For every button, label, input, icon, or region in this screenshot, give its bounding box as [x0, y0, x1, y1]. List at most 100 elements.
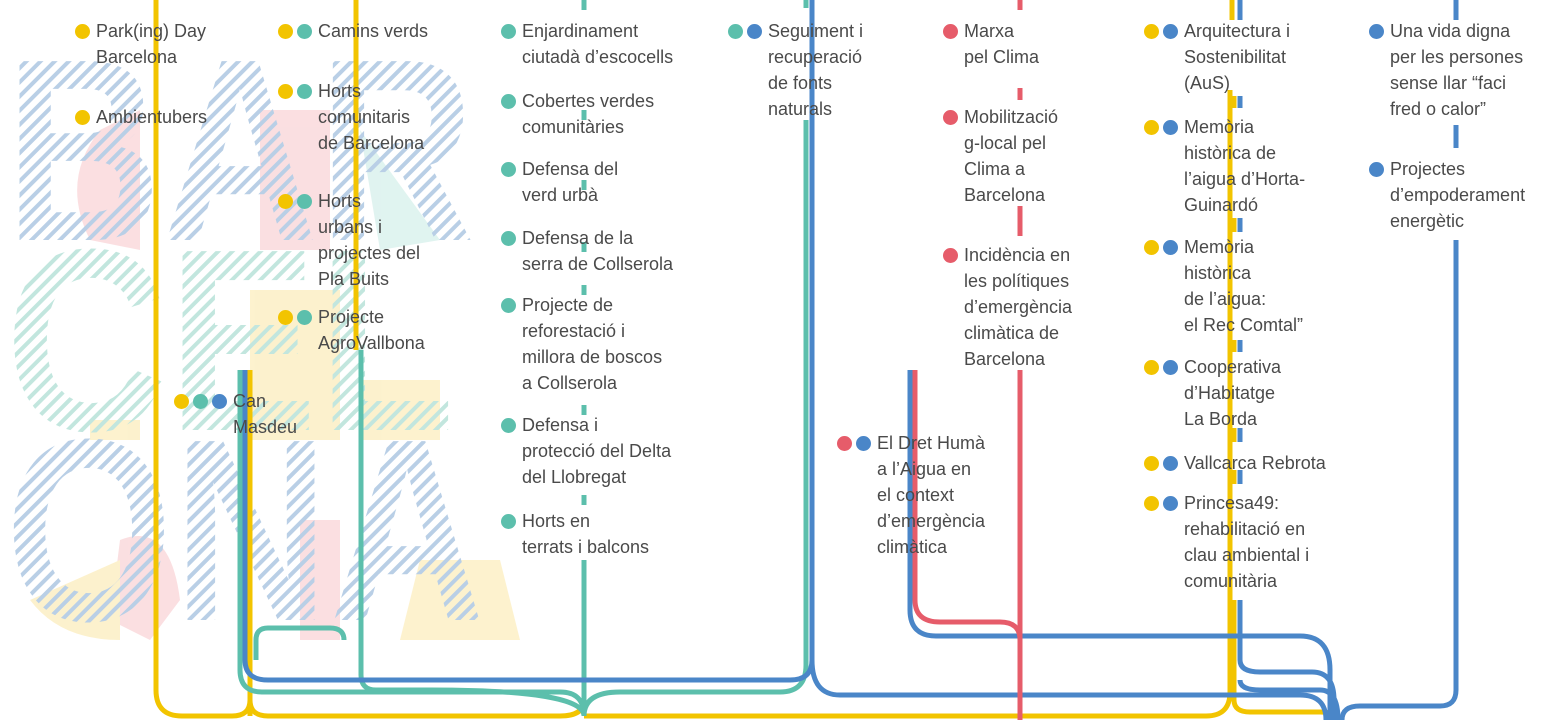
project-label-la-borda: Cooperativa d’Habitatge La Borda [1144, 354, 1281, 432]
project-label-text: Memòria històrica de l’aigua d’Horta- Gu… [1184, 117, 1306, 215]
category-dots [501, 292, 516, 318]
teal-dot-icon [501, 513, 516, 529]
category-dots [943, 18, 958, 44]
category-dots [1369, 156, 1384, 182]
category-dots [837, 430, 871, 456]
project-label-vida-digna: Una vida digna per les persones sense ll… [1369, 18, 1523, 122]
blue-dot-icon [1163, 239, 1178, 255]
category-dots [1144, 450, 1178, 476]
project-label-mobilitzacio: Mobilització g-local pel Clima a Barcelo… [943, 104, 1059, 208]
yellow-dot-icon [278, 23, 293, 39]
project-label-camins: Camins verds [278, 18, 429, 44]
project-label-text: Ambientubers [96, 107, 208, 127]
yellow-dot-icon [1144, 495, 1159, 511]
project-label-princesa: Princesa49: rehabilitació en clau ambien… [1144, 490, 1310, 594]
project-label-text: Princesa49: rehabilitació en clau ambien… [1184, 493, 1310, 591]
watermark-shape-teal [360, 130, 440, 250]
category-dots [1144, 114, 1178, 140]
project-label-cobertes: Cobertes verdes comunitàries [501, 88, 655, 140]
teal-connection-line [253, 625, 347, 660]
category-dots [1144, 18, 1178, 44]
blue-dot-icon [1163, 359, 1178, 375]
category-dots [501, 156, 516, 182]
yellow-dot-icon [278, 309, 293, 325]
category-dots [1369, 18, 1384, 44]
project-label-text: Projecte AgroVallbona [318, 307, 425, 353]
yellow-dot-icon [75, 23, 90, 39]
yellow-dot-icon [278, 83, 293, 99]
category-dots [278, 18, 312, 44]
project-label-text: Arquitectura i Sostenibilitat (AuS) [1184, 21, 1291, 93]
teal-dot-icon [728, 23, 743, 39]
blue-connection-line [1237, 600, 1337, 720]
blue-connection-line [907, 370, 1333, 720]
project-label-text: Horts urbans i projectes del Pla Buits [318, 191, 421, 289]
teal-dot-icon [501, 417, 516, 433]
project-label-text: Projectes d’empoderament energètic [1390, 159, 1526, 231]
blue-dot-icon [212, 393, 227, 409]
project-label-text: Incidència en les polítiques d’emergènci… [964, 245, 1073, 369]
teal-dot-icon [501, 23, 516, 39]
project-label-reforestacio: Projecte de reforestació i millora de bo… [501, 292, 662, 396]
teal-dot-icon [193, 393, 208, 409]
project-label-text: Camins verds [318, 21, 429, 41]
project-label-ambientubers: Ambientubers [75, 104, 208, 130]
blue-dot-icon [747, 23, 762, 39]
category-dots [501, 88, 516, 114]
teal-dot-icon [501, 297, 516, 313]
project-label-text: Marxa pel Clima [964, 21, 1040, 67]
category-dots [278, 78, 312, 104]
project-label-horts-com: Horts comunitaris de Barcelona [278, 78, 425, 156]
blue-connection-line [1339, 240, 1459, 720]
yellow-dot-icon [174, 393, 189, 409]
yellow-connection-line [584, 90, 1233, 719]
red-dot-icon [837, 435, 852, 451]
project-label-terrats: Horts en terrats i balcons [501, 508, 650, 560]
project-label-text: Horts comunitaris de Barcelona [318, 81, 425, 153]
project-label-text: Park(ing) Day Barcelona [96, 21, 207, 67]
project-label-text: Memòria històrica de l’aigua: el Rec Com… [1184, 237, 1304, 335]
yellow-dot-icon [1144, 239, 1159, 255]
project-label-empoderament: Projectes d’empoderament energètic [1369, 156, 1526, 234]
category-dots [501, 412, 516, 438]
project-label-rec-comtal: Memòria històrica de l’aigua: el Rec Com… [1144, 234, 1304, 338]
watermark-shape-yellow [250, 290, 340, 440]
category-dots [1144, 490, 1178, 516]
project-label-delta: Defensa i protecció del Delta del Llobre… [501, 412, 672, 490]
category-dots [501, 508, 516, 534]
project-label-horta: Memòria històrica de l’aigua d’Horta- Gu… [1144, 114, 1306, 218]
project-label-park: Park(ing) Day Barcelona [75, 18, 207, 70]
project-label-text: Defensa de la serra de Collserola [522, 228, 674, 274]
project-label-text: Defensa i protecció del Delta del Llobre… [522, 415, 672, 487]
red-dot-icon [943, 247, 958, 263]
project-label-can-masdeu: Can Masdeu [174, 388, 297, 440]
project-label-text: Enjardinament ciutadà d’escocells [522, 21, 674, 67]
category-dots [278, 188, 312, 214]
category-dots [943, 104, 958, 130]
project-label-aus: Arquitectura i Sostenibilitat (AuS) [1144, 18, 1291, 96]
blue-connection-line [809, 659, 1329, 720]
watermark-shape-red [110, 536, 180, 640]
project-label-text: Mobilització g-local pel Clima a Barcelo… [964, 107, 1059, 205]
blue-dot-icon [1163, 495, 1178, 511]
svg-text:BAR: BAR [5, 6, 475, 296]
category-dots [278, 304, 312, 330]
teal-dot-icon [501, 161, 516, 177]
category-dots [1144, 354, 1178, 380]
project-label-text: Seguiment i recuperació de fonts natural… [768, 21, 864, 119]
project-label-incidencia: Incidència en les polítiques d’emergènci… [943, 242, 1073, 372]
project-label-text: Cobertes verdes comunitàries [522, 91, 655, 137]
category-dots [75, 104, 90, 130]
blue-dot-icon [1163, 455, 1178, 471]
teal-dot-icon [297, 309, 312, 325]
category-dots [501, 225, 516, 251]
watermark-shape-red [300, 520, 340, 640]
yellow-dot-icon [1144, 455, 1159, 471]
project-label-horts-urb: Horts urbans i projectes del Pla Buits [278, 188, 421, 292]
blue-connection-line [1237, 679, 1341, 720]
watermark-shape-yellow [360, 380, 440, 440]
watermark-shape-yellow [400, 560, 520, 640]
project-label-text: Horts en terrats i balcons [522, 511, 650, 557]
yellow-dot-icon [1144, 119, 1159, 135]
